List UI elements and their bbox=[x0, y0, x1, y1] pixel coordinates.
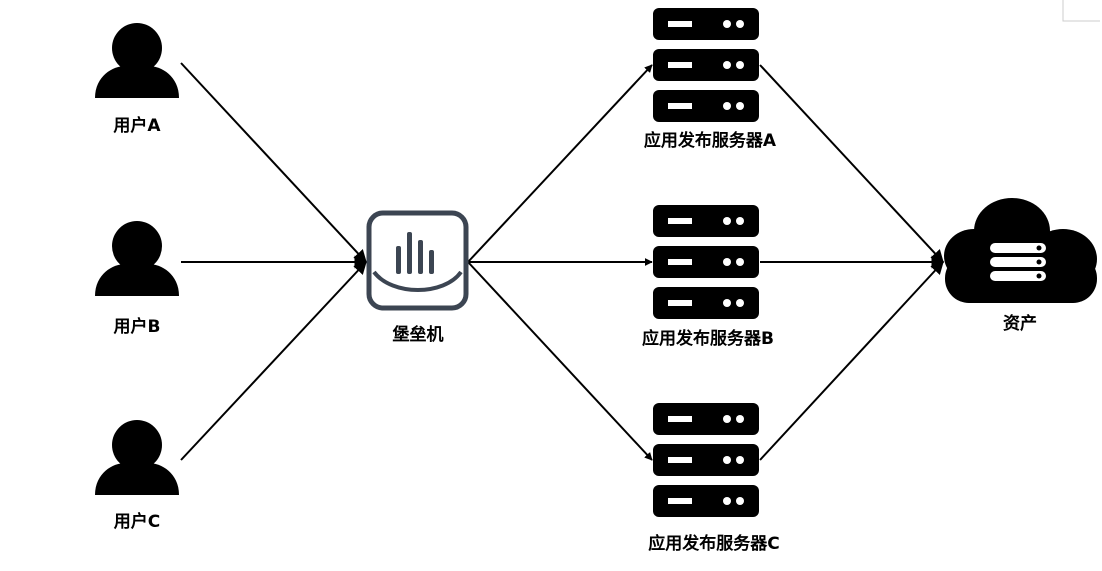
edge-userC-bastion bbox=[180, 261, 367, 461]
edge-bastion-serverA bbox=[467, 64, 653, 263]
edge-serverA-asset bbox=[759, 64, 944, 263]
server-rack-icon bbox=[653, 205, 759, 319]
user-a bbox=[95, 23, 179, 98]
asset-label: 资产 bbox=[1003, 313, 1037, 334]
connectors bbox=[180, 62, 945, 461]
corner-fragment bbox=[1062, 0, 1100, 22]
user-a-label: 用户A bbox=[113, 115, 161, 136]
user-b-label: 用户B bbox=[114, 316, 161, 337]
person-icon bbox=[95, 23, 179, 98]
user-c bbox=[95, 420, 179, 495]
server-a bbox=[653, 8, 759, 122]
bastion-inner-curve bbox=[372, 270, 463, 292]
user-b bbox=[95, 221, 179, 296]
edge-userA-bastion bbox=[180, 62, 367, 263]
server-b-label: 应用发布服务器B bbox=[642, 328, 774, 349]
server-rack-icon bbox=[653, 8, 759, 122]
bastion-frame bbox=[366, 210, 469, 311]
cloud-server-icon bbox=[944, 198, 1097, 303]
server-c bbox=[653, 403, 759, 517]
edge-bastion-serverC bbox=[467, 261, 653, 461]
server-rack-icon bbox=[653, 403, 759, 517]
server-c-label: 应用发布服务器C bbox=[648, 533, 779, 554]
user-c-label: 用户C bbox=[114, 511, 160, 532]
server-b bbox=[653, 205, 759, 319]
bastion-host bbox=[366, 210, 469, 311]
bastion-label: 堡垒机 bbox=[393, 324, 444, 345]
person-icon bbox=[95, 420, 179, 495]
asset-cloud bbox=[944, 198, 1097, 303]
person-icon bbox=[95, 221, 179, 296]
edge-serverC-asset bbox=[759, 261, 944, 461]
server-a-label: 应用发布服务器A bbox=[644, 130, 777, 151]
bar-chart-icon bbox=[396, 232, 434, 274]
